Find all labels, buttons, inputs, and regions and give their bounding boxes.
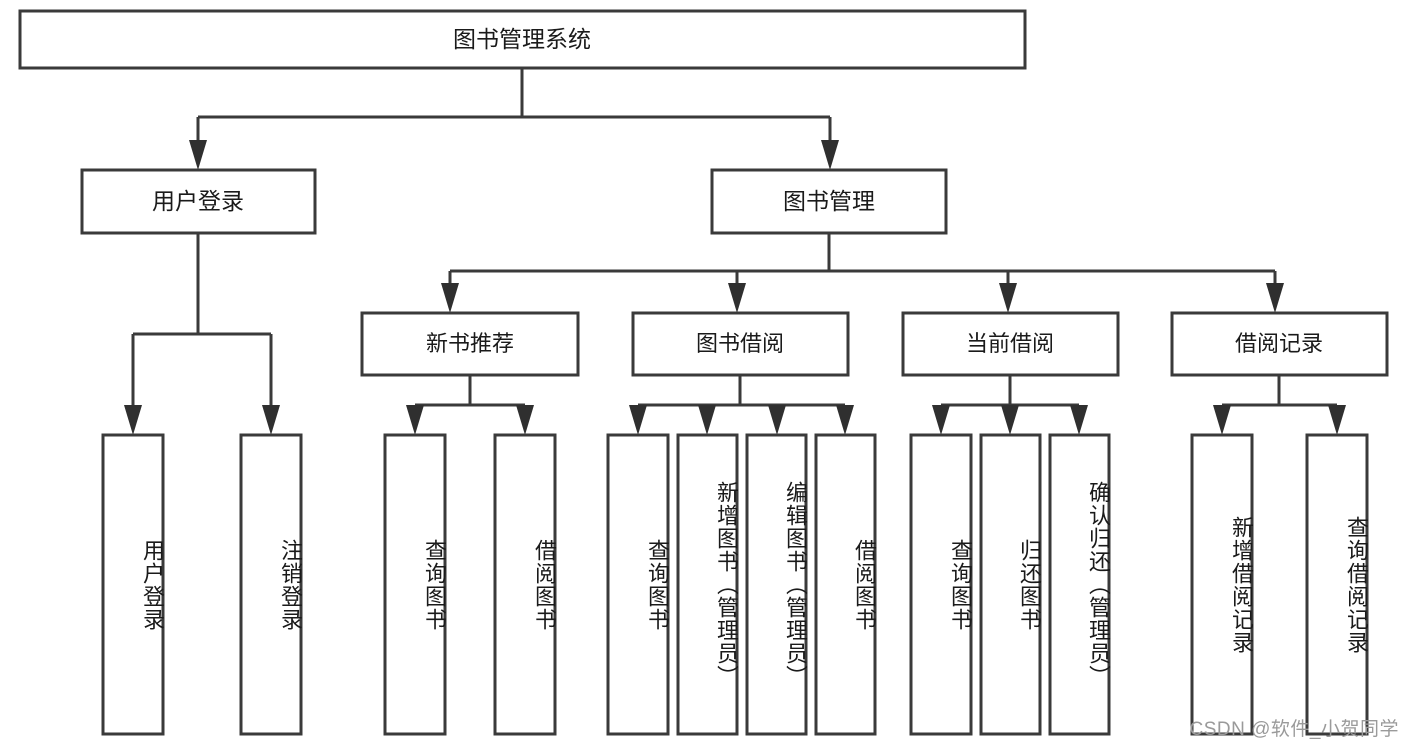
connector-recommend-to-leaves — [406, 375, 534, 435]
node-user-login[interactable]: 用户登录 — [80, 168, 317, 235]
leaf-box-user-login[interactable] — [101, 433, 165, 736]
node-borrow-record[interactable]: 借阅记录 — [1170, 311, 1389, 377]
node-book-borrow-label: 图书借阅 — [696, 331, 784, 356]
leaf-box-query-record[interactable] — [1305, 433, 1369, 736]
node-borrow-record-label: 借阅记录 — [1235, 331, 1323, 356]
node-new-book-recommend[interactable]: 新书推荐 — [360, 311, 580, 377]
connector-userlogin-to-leaves — [124, 233, 280, 435]
leaf-box-edit-book[interactable] — [745, 433, 808, 736]
leaf-box-add-record[interactable] — [1190, 433, 1254, 736]
node-current-borrow[interactable]: 当前借阅 — [901, 311, 1120, 377]
leaf-box-borrow-book-1[interactable] — [493, 433, 557, 736]
watermark-text: CSDN @软件_小贺同学 — [1189, 719, 1399, 740]
leaf-box-confirm-return[interactable] — [1048, 433, 1111, 736]
node-book-management-label: 图书管理 — [783, 188, 875, 214]
leaf-box-query-book-3[interactable] — [909, 433, 973, 736]
node-root-label: 图书管理系统 — [453, 26, 591, 52]
node-user-login-label: 用户登录 — [152, 188, 244, 214]
leaf-box-return-book[interactable] — [979, 433, 1042, 736]
connector-record-to-leaves — [1213, 375, 1346, 435]
node-book-management[interactable]: 图书管理 — [710, 168, 948, 235]
node-book-borrow[interactable]: 图书借阅 — [631, 311, 850, 377]
node-current-borrow-label: 当前借阅 — [966, 331, 1054, 356]
leaf-box-query-book-2[interactable] — [606, 433, 670, 736]
leaf-box-query-book-1[interactable] — [383, 433, 447, 736]
connector-bookmgmt-to-level2 — [441, 233, 1284, 313]
node-new-book-recommend-label: 新书推荐 — [426, 331, 514, 356]
leaf-box-logout[interactable] — [239, 433, 303, 736]
connector-current-to-leaves — [932, 375, 1088, 435]
connector-borrow-to-leaves — [629, 375, 854, 435]
connector-root-to-level1 — [189, 68, 839, 170]
leaf-box-add-book[interactable] — [676, 433, 739, 736]
leaf-box-borrow-book-2[interactable] — [814, 433, 877, 736]
node-root[interactable]: 图书管理系统 — [18, 9, 1027, 70]
